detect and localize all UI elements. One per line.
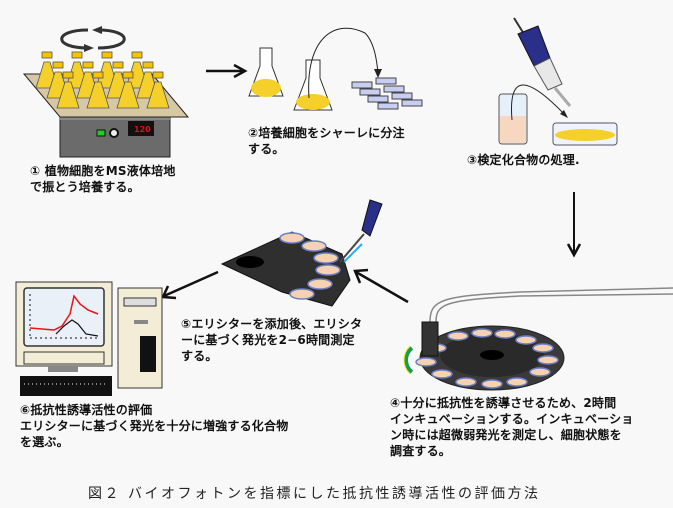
step-2-label: ②培養細胞をシャーレに分注 する。 [248, 126, 405, 156]
shaker-display: 120 [134, 125, 151, 134]
flask-icon [248, 47, 284, 97]
beaker-icon [498, 93, 528, 145]
figure-caption: 図２ バイオフォトンを指標にした抵抗性誘導活性の評価方法 [88, 486, 541, 502]
computer-icon [15, 281, 163, 396]
arrow-icon [161, 270, 219, 300]
flask-icon [146, 71, 170, 109]
rotate-icon [403, 345, 414, 375]
petri-dish-icon [351, 77, 423, 110]
step-6-label: ⑥抵抗性誘導活性の評価 エリシターに基づく発光を十分に増強する化合物 を選ぶ。 [20, 403, 289, 449]
rotation-arrows-icon [60, 26, 126, 52]
arrow-icon [206, 63, 248, 79]
shaker-icon: 120 [22, 51, 190, 158]
luminometer-wheel-icon [403, 287, 673, 391]
arrow-icon [566, 192, 582, 258]
flask-icon [56, 71, 80, 109]
transfer-arrow [510, 84, 568, 121]
pipette-icon [513, 17, 572, 107]
luminometer-wheel-icon [220, 231, 351, 307]
flask-icon [86, 71, 110, 109]
step-5-label: ⑤エリシターを添加後、エリシタ ーに基づく発光を2−6時間測定 する。 [181, 317, 363, 363]
arrow-icon [353, 268, 409, 304]
monitor-chart [29, 294, 100, 339]
flask-icon [116, 71, 140, 109]
step-4-label: ④十分に抵抗性を誘導させるため、2時間 インキュベーションする。インキュベーショ… [390, 396, 634, 458]
step-3-label: ③検定化合物の処理. [467, 153, 580, 167]
flask-icon [293, 59, 333, 111]
petri-dish-icon [552, 122, 618, 146]
pipette-icon [339, 199, 383, 263]
step-1-label: ① 植物細胞をMS液体培地 で振とう培養する。 [30, 164, 176, 194]
transfer-arrow [308, 27, 382, 99]
